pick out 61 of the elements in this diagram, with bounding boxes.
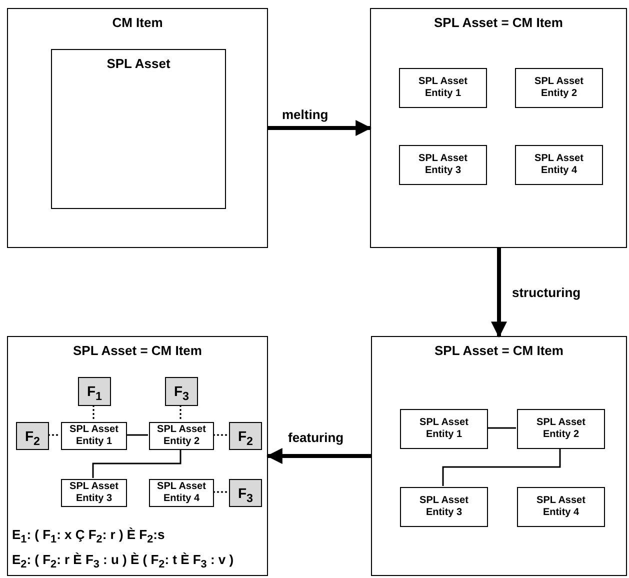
entity-label: SPL Asset Entity 3 (418, 153, 468, 177)
dotted-line (180, 405, 182, 421)
formula: E$_{1}$: ( F$_{1}$: x Ç F$_{2}$: r ) È F$_{2}$:s (12, 527, 165, 546)
panel (371, 336, 627, 576)
entity-box (515, 145, 603, 185)
dotted-line (48, 434, 60, 436)
entity-label: SPL Asset Entity 4 (156, 481, 207, 505)
entity-box (399, 145, 487, 185)
edge-label: featuring (288, 430, 344, 445)
edge-label: melting (282, 107, 328, 122)
arrow (266, 448, 371, 464)
panel (51, 49, 226, 209)
entity-box (400, 487, 488, 527)
entity-label: SPL Asset Entity 3 (68, 481, 120, 505)
feature-box (229, 479, 262, 507)
entity-box (399, 68, 487, 108)
dotted-line (213, 434, 228, 436)
entity-box (515, 68, 603, 108)
feature-label: F$_{2}$ (24, 428, 42, 448)
panel (7, 336, 268, 576)
formula: E$_{2}$: ( F$_{2}$: r È F$_{3}$ : u ) È ( F$_{2}$: t È F$_{3}$ : v ) (12, 552, 234, 571)
feature-box (229, 422, 262, 450)
feature-box (16, 422, 49, 450)
panel-title: SPL Asset = CM Item (434, 343, 564, 358)
dotted-line (92, 405, 94, 421)
entity-box (61, 422, 127, 450)
edge-label: structuring (512, 285, 581, 300)
entity-label: SPL Asset Entity 4 (534, 153, 584, 177)
entity-label: SPL Asset Entity 3 (418, 495, 470, 519)
entity-label: SPL Asset Entity 4 (536, 495, 586, 519)
entity-label: SPL Asset Entity 1 (418, 76, 468, 100)
entity-label: SPL Asset Entity 1 (68, 424, 120, 448)
entity-box (400, 409, 488, 449)
feature-label: F$_{3}$ (236, 485, 254, 505)
entity-box (61, 479, 127, 507)
panel (7, 8, 268, 248)
panel (370, 8, 627, 248)
connector-line (126, 434, 148, 436)
feature-label: F$_{3}$ (172, 383, 190, 403)
feature-label: F$_{1}$ (86, 383, 104, 403)
feature-label: F$_{2}$ (236, 428, 254, 448)
entity-label: SPL Asset Entity 2 (536, 417, 586, 441)
feature-box (78, 377, 111, 406)
connector-line (442, 448, 561, 486)
dotted-line (213, 491, 228, 493)
entity-label: SPL Asset Entity 2 (534, 76, 584, 100)
feature-box (165, 377, 198, 406)
entity-label: SPL Asset Entity 2 (156, 424, 207, 448)
entity-box (149, 422, 214, 450)
arrow (491, 248, 507, 338)
connector-line (92, 449, 182, 478)
panel-title: SPL Asset (106, 56, 172, 71)
connector-line (487, 427, 516, 429)
panel-title: SPL Asset = CM Item (72, 343, 203, 358)
entity-box (517, 487, 605, 527)
panel-title: CM Item (111, 15, 164, 30)
entity-box (517, 409, 605, 449)
entity-box (149, 479, 214, 507)
arrow (268, 120, 372, 136)
entity-label: SPL Asset Entity 1 (418, 417, 470, 441)
panel-title: SPL Asset = CM Item (433, 15, 564, 30)
